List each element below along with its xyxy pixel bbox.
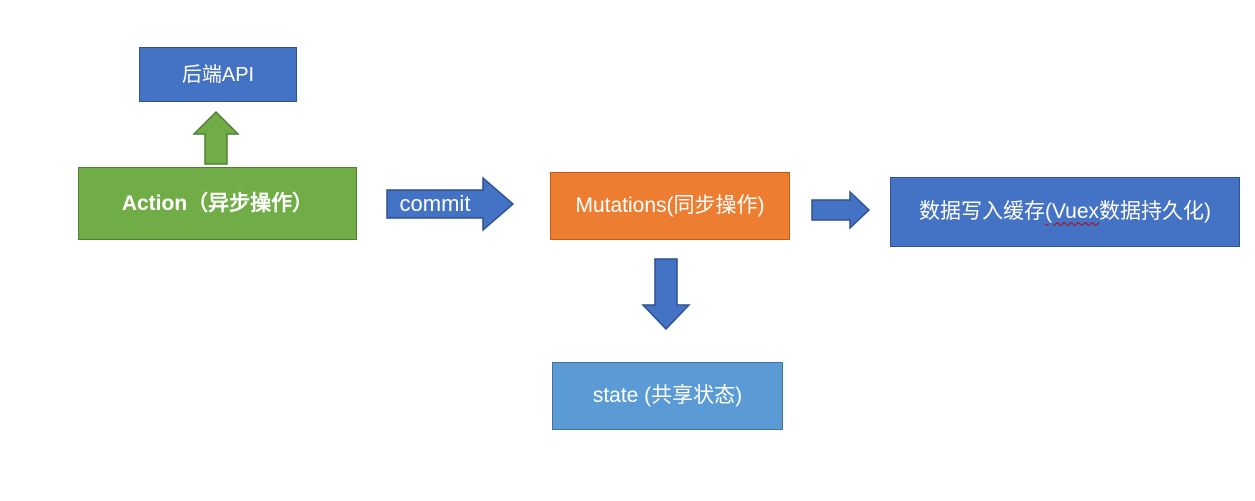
node-state-label: state (共享状态) — [592, 384, 743, 408]
commit-edge-label-text: commit — [399, 191, 471, 216]
node-cache: 数据写入缓存(Vuex数据持久化) — [890, 177, 1240, 247]
arrow-up-icon — [192, 110, 240, 165]
node-cache-label-misspelled-word: (Vuex — [1044, 200, 1100, 224]
arrow-down-icon — [641, 258, 691, 331]
node-cache-label-prefix: 数据写入缓存 — [918, 200, 1045, 224]
arrow-right-icon — [811, 190, 871, 230]
node-action: Action（异步操作） — [78, 167, 357, 240]
commit-edge-label: commit — [387, 190, 483, 218]
node-cache-label: 数据写入缓存(Vuex数据持久化) — [919, 199, 1211, 224]
node-mutations: Mutations(同步操作) — [550, 172, 790, 240]
node-mutations-label: Mutations(同步操作) — [575, 194, 765, 218]
node-backend-api: 后端API — [139, 47, 297, 102]
node-cache-label-suffix: 数据持久化) — [1099, 200, 1212, 224]
node-backend-api-label: 后端API — [181, 63, 255, 86]
node-action-label: Action（异步操作） — [121, 191, 314, 215]
node-state: state (共享状态) — [552, 362, 783, 430]
